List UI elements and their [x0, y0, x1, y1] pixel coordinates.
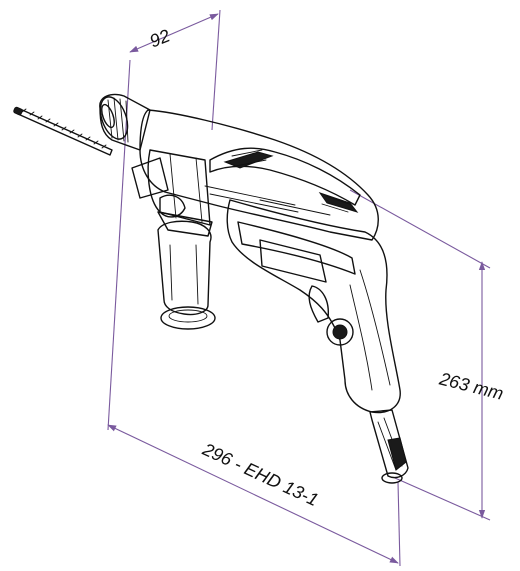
- length-dimension-label: 296 - EHD 13-1: [199, 439, 322, 510]
- depth-extension-left: [107, 59, 131, 431]
- drill-bit: [13, 106, 113, 156]
- drill-grip: [226, 199, 401, 414]
- depth-dimension-line: [129, 13, 219, 53]
- side-handle: [157, 211, 216, 330]
- height-extension-bottom: [394, 477, 491, 521]
- drill-chuck: [99, 93, 151, 151]
- dimension-labels: 92 263 mm 296 - EHD 13-1: [147, 25, 506, 510]
- length-extension-right: [397, 481, 401, 567]
- depth-extension-right: [211, 9, 221, 131]
- drill-illustration: [13, 93, 409, 484]
- cable-guard: [369, 409, 409, 484]
- height-dimension-label: 263 mm: [437, 368, 506, 403]
- drill-housing: [131, 109, 379, 241]
- length-dimension-line: [107, 424, 399, 564]
- depth-dimension-label: 92: [147, 25, 173, 51]
- height-extension-top: [349, 189, 491, 269]
